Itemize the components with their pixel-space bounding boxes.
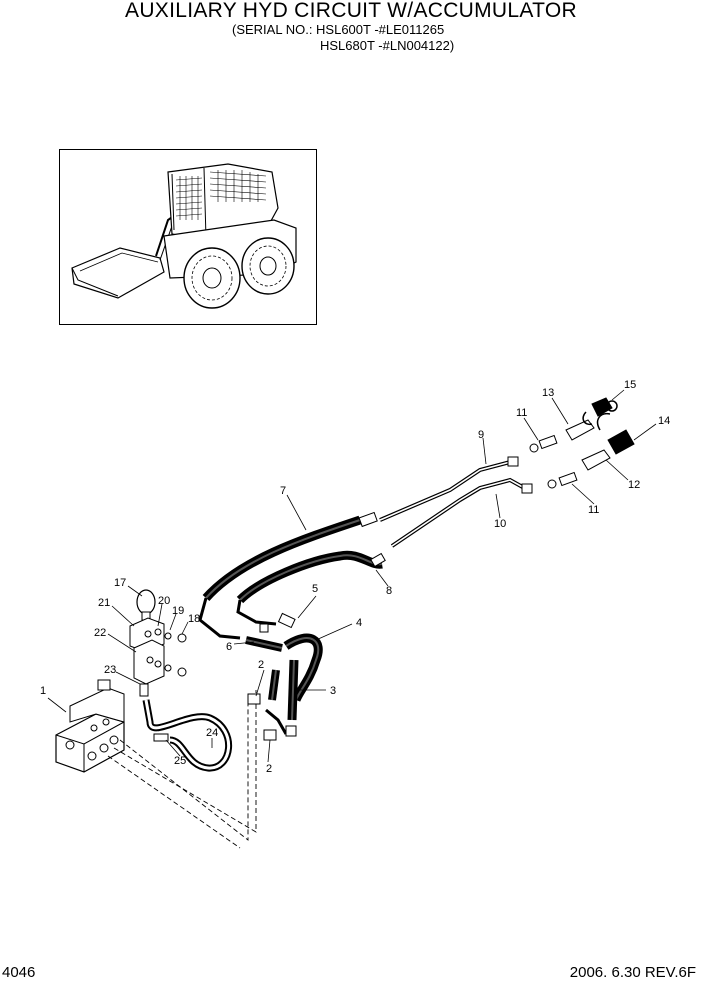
part-label-12: 12	[628, 479, 640, 491]
part-label-24: 24	[206, 727, 218, 739]
part-label-22: 22	[94, 627, 106, 639]
front-tire-icon	[183, 247, 241, 309]
part-label-25: 25	[174, 755, 186, 767]
hydraulic-circuit-diagram: 1 2 2 3 4 5 6 7 8 9 10 11 11 12 13 14 15…	[40, 379, 670, 849]
part-label-6: 6	[226, 641, 232, 653]
tube-bend-left	[198, 597, 241, 640]
part-label-1: 1	[40, 685, 46, 697]
part-label-4: 4	[356, 617, 362, 629]
hose-part-8	[236, 550, 383, 604]
revision-date: 2006. 6.30 REV.6F	[569, 964, 696, 981]
part-label-18: 18	[188, 613, 200, 625]
part-label-3: 3	[330, 685, 336, 697]
coupler-part-13	[565, 419, 595, 441]
hose-part-24	[142, 699, 232, 772]
hose-part-3	[287, 659, 299, 721]
hose-part-7	[202, 515, 362, 602]
control-valve-part-1	[55, 679, 125, 773]
dust-plug-part-15	[582, 397, 618, 426]
adapter-part-23	[139, 683, 149, 697]
machine-inset-frame	[59, 149, 317, 325]
part-label-21: 21	[98, 597, 110, 609]
page-number: 4046	[2, 964, 36, 981]
part-label-5: 5	[312, 583, 318, 595]
part-label-15: 15	[624, 379, 636, 391]
adapter-part-11	[529, 434, 578, 489]
bracket-part-22	[133, 639, 165, 685]
leader-lines	[47, 389, 657, 763]
part-label-2-lower: 2	[266, 763, 272, 775]
part-label-20: 20	[158, 595, 170, 607]
serial-number-line-1: (SERIAL NO.: HSL600T -#LE011265	[232, 22, 445, 37]
part-label-11-lower: 11	[588, 504, 599, 516]
part-label-9: 9	[478, 429, 484, 441]
part-label-7: 7	[280, 485, 286, 497]
dashed-connection-lines	[107, 690, 257, 849]
part-label-13: 13	[542, 387, 554, 399]
page-title: AUXILIARY HYD CIRCUIT W/ACCUMULATOR	[125, 0, 577, 22]
nuts-and-washers	[154, 628, 187, 677]
tube-end-fittings	[358, 456, 533, 568]
part-label-17: 17	[114, 577, 126, 589]
fitting-part-25	[153, 733, 169, 742]
part-label-23: 23	[104, 664, 116, 676]
part-label-11-upper: 11	[516, 407, 527, 419]
coupler-part-12	[581, 449, 611, 471]
short-hose	[268, 669, 280, 701]
part-label-19: 19	[172, 605, 184, 617]
part-label-14: 14	[658, 415, 670, 427]
hose-part-6	[245, 636, 283, 652]
tube-part-10	[390, 477, 529, 548]
rear-tire-icon	[241, 237, 295, 295]
skid-steer-loader-illustration	[71, 163, 297, 309]
serial-number-line-2: HSL680T -#LN004122)	[320, 38, 455, 53]
part-label-8: 8	[386, 585, 392, 597]
part-label-10: 10	[494, 518, 506, 530]
dust-cap-part-14	[596, 412, 635, 455]
part-label-2-upper: 2	[258, 659, 264, 671]
